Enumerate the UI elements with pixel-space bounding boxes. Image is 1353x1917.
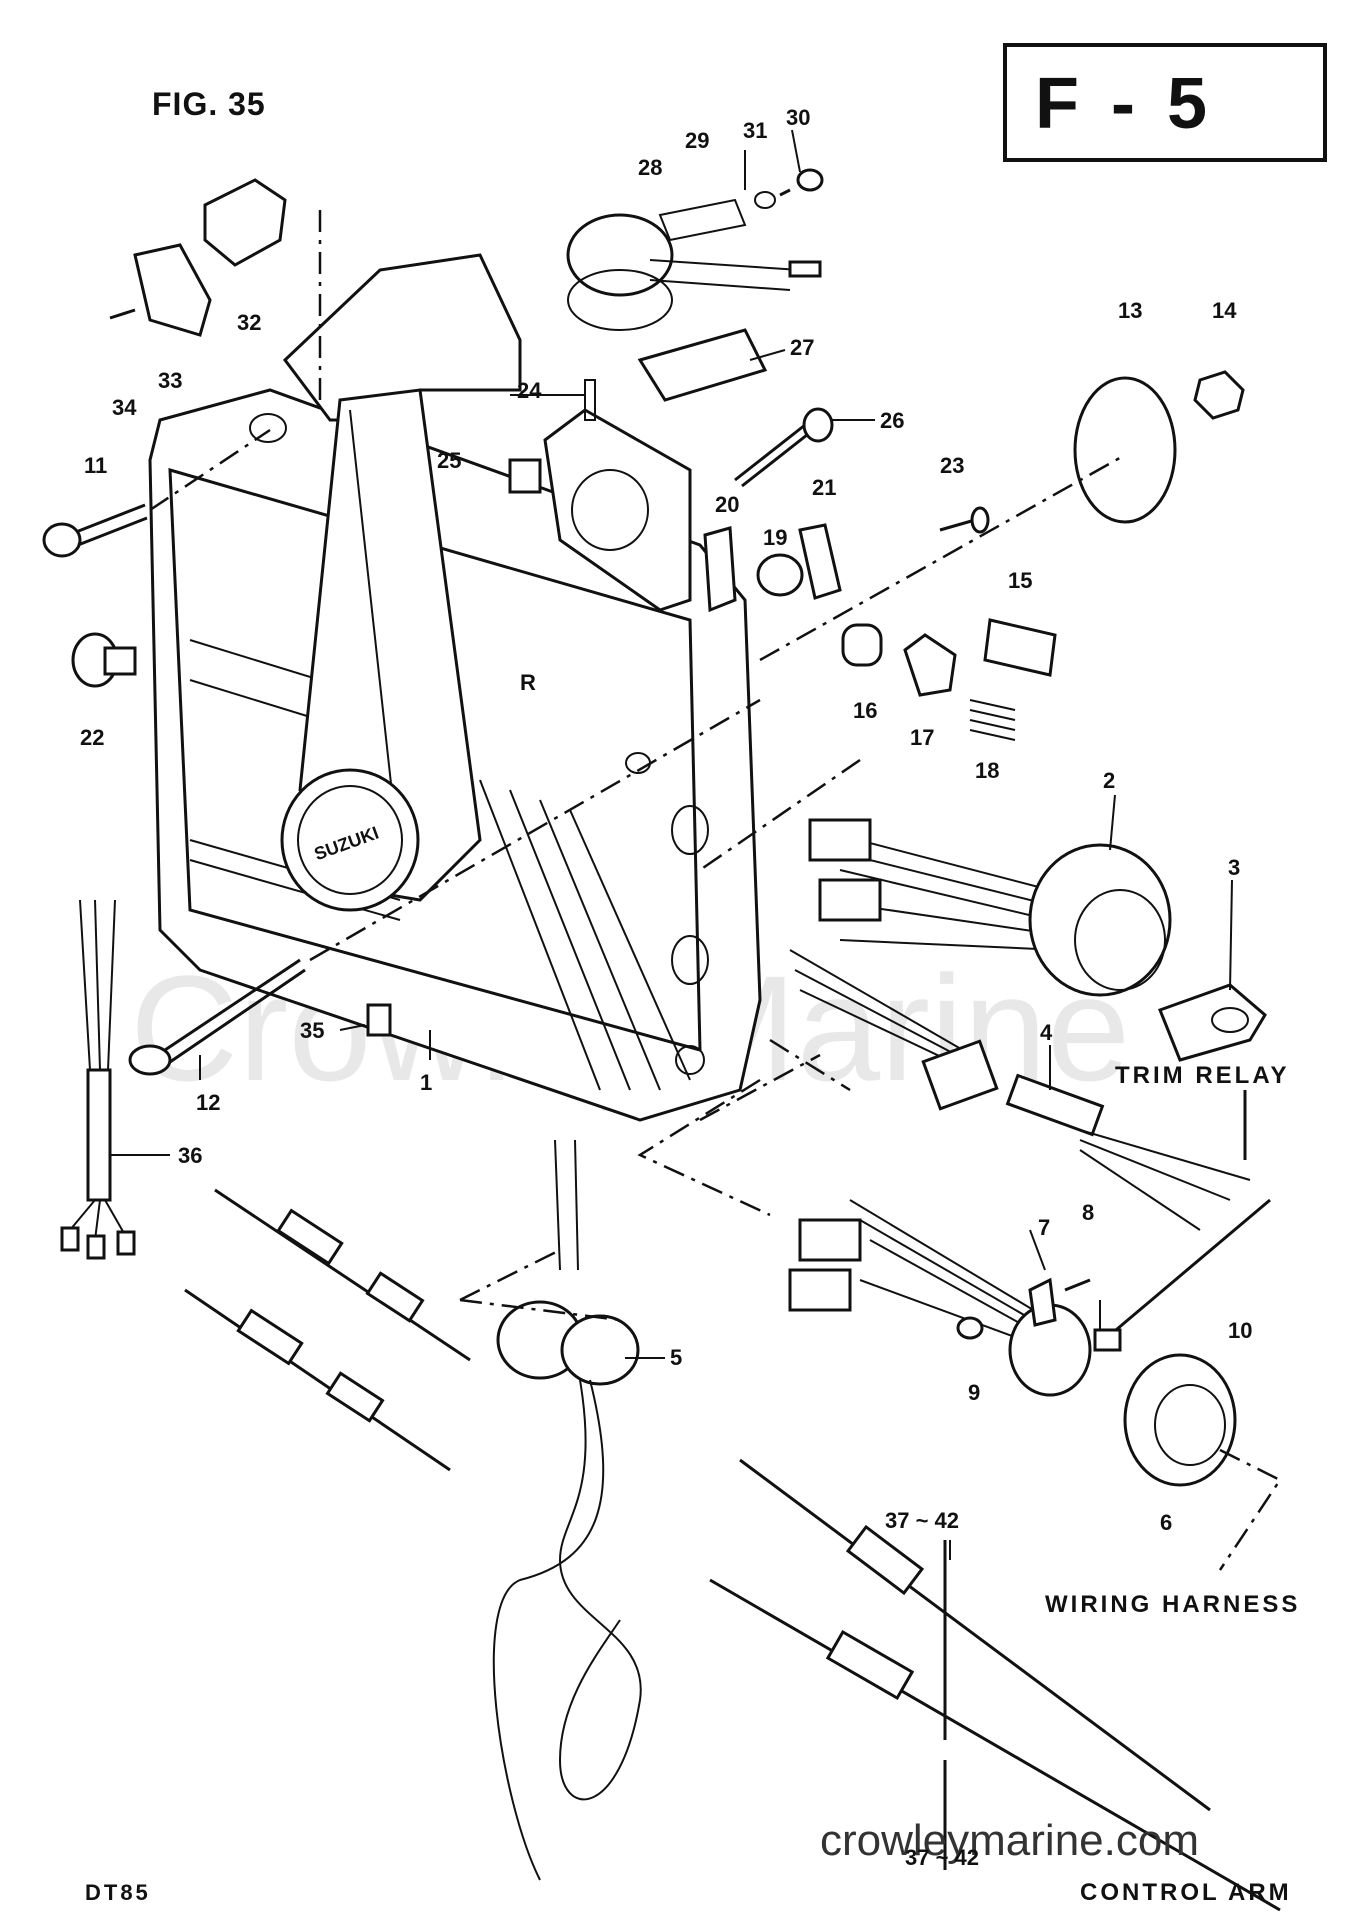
callout-33: 33 [158,368,182,393]
callout-9: 9 [968,1380,980,1405]
part-36-harness [60,899,136,1260]
part-8-screw [1064,1278,1091,1292]
callout-leaders [110,129,1233,1560]
callout-4: 4 [1040,1020,1053,1045]
callout-16: 16 [853,698,877,723]
callout-17: 17 [910,725,934,750]
part-6-connector [788,1199,1282,1571]
part-13-disc [1073,376,1177,524]
page-code: F - 5 [1035,64,1213,144]
callout-25: 25 [437,448,461,473]
part-19-nut [756,553,804,597]
part-27-bracket [637,328,768,402]
control-cable-left [184,1188,471,1472]
part-31-washer [754,191,776,209]
part-10-tie [1093,1198,1271,1352]
callout-32: 32 [237,310,261,335]
part-9-nut [956,1316,984,1340]
callout-19: 19 [763,525,787,550]
part-7-clamp [1028,1277,1057,1327]
part-18-spring [969,699,1016,741]
part-11-screw [42,428,271,558]
callout-10: 10 [1228,1318,1252,1343]
part-32-switch [203,178,287,267]
callout-23: 23 [940,453,964,478]
part-34-screw [109,308,136,320]
part-14-nut [1193,370,1245,420]
callout-12: 12 [196,1090,220,1115]
part-12-screw [128,698,761,1076]
part-21-clip [798,523,842,600]
part-30-screw [779,168,824,197]
callout-7: 7 [1038,1215,1050,1240]
callouts: 1 2 3 4 5 6 7 8 9 10 11 12 13 14 15 16 1… [80,105,1252,1870]
part-22-knob [71,632,137,688]
callout-2: 2 [1103,768,1115,793]
wiring-harness-label: WIRING HARNESS [1045,1591,1300,1618]
callout-14: 14 [1212,298,1237,323]
callout-3: 3 [1228,855,1240,880]
callout-27: 27 [790,335,814,360]
part-35 [366,1003,392,1037]
footer-watermark: crowleymarine.com [820,1816,1199,1865]
trim-relay-label: TRIM RELAY [1115,1062,1289,1089]
part-16-cap [841,623,883,667]
callout-29: 29 [685,128,709,153]
part-17-block [903,633,957,697]
part-25 [508,458,542,494]
control-cable-37-42 [709,1458,1281,1912]
leader-dashes [318,210,861,1217]
part-24-plate [543,379,692,612]
callout-5: 5 [670,1345,682,1370]
callout-37-42-upper: 37 ~ 42 [885,1508,959,1533]
callout-15: 15 [1008,568,1032,593]
model-label: DT85 [85,1880,151,1905]
callout-22: 22 [80,725,104,750]
control-lever: SUZUKI [280,253,522,912]
callout-37-42-lower: 37 ~ 42 [905,1845,979,1870]
callout-26: 26 [880,408,904,433]
callout-11: 11 [84,453,107,478]
part-4-harness [789,949,1251,1231]
svg-text:R: R [520,670,536,695]
part-15-plate [983,618,1057,677]
part-3-key [1158,983,1267,1062]
page-code-box: F - 5 [1003,43,1327,162]
part-5-stop-switch [459,1139,642,1881]
part-23-pin [939,506,990,534]
callout-35: 35 [300,1018,324,1043]
callout-1: 1 [420,1070,432,1095]
callout-28: 28 [638,155,662,180]
figure-label: FIG. 35 [152,86,266,122]
callout-36: 36 [178,1143,202,1168]
callout-24: 24 [517,378,542,403]
control-arm-label: CONTROL ARM [1080,1879,1292,1906]
callout-8: 8 [1082,1200,1094,1225]
part-2-main-switch [808,818,1172,997]
callout-31: 31 [743,118,767,143]
callout-21: 21 [812,475,836,500]
callout-30: 30 [786,105,810,130]
callout-34: 34 [112,395,137,420]
part-29-strap [658,198,747,242]
part-20-clip [703,526,737,613]
part-26-bolt [734,407,834,488]
part-28-buzzer [566,213,822,331]
callout-18: 18 [975,758,999,783]
callout-6: 6 [1160,1510,1172,1535]
callout-20: 20 [715,492,739,517]
part-33-holder [133,243,212,337]
callout-13: 13 [1118,298,1142,323]
